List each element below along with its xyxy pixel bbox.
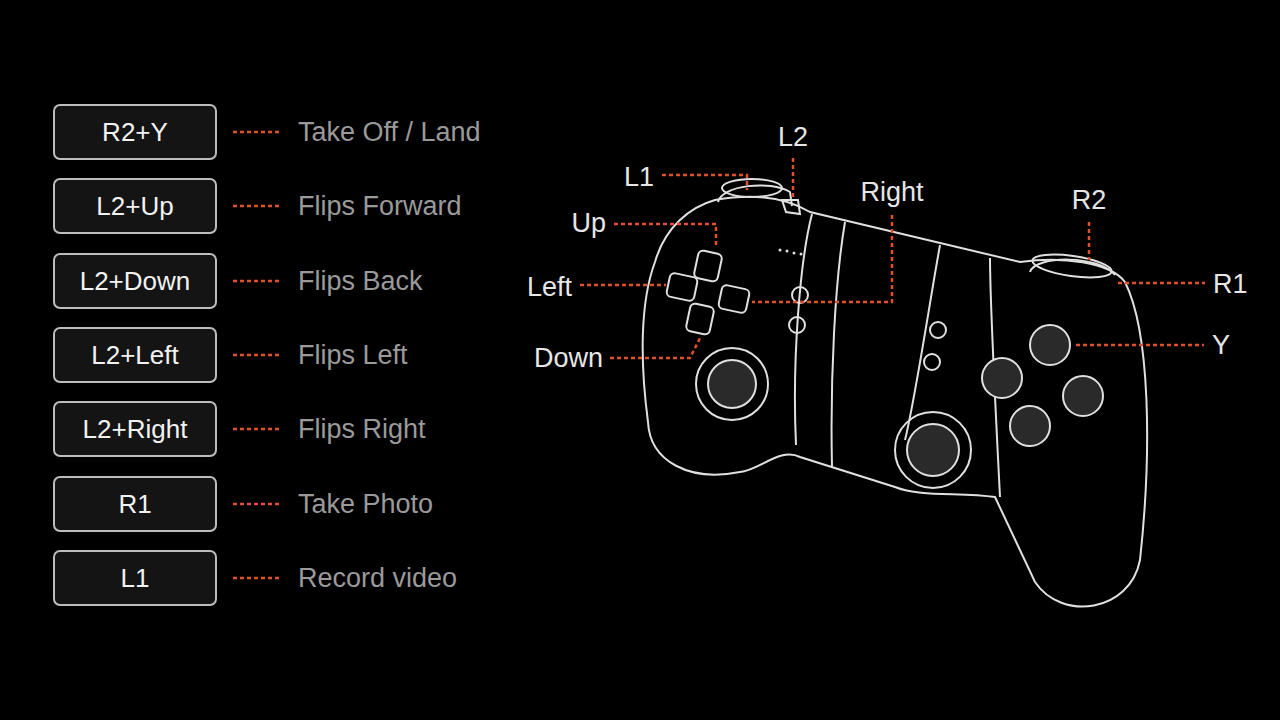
key-combo-box: L2+Up: [53, 178, 217, 234]
key-combo-text: R2+Y: [102, 117, 168, 148]
controller-outline: [643, 179, 1147, 607]
key-combo-box: L2+Right: [53, 401, 217, 457]
key-combo-text: L2+Right: [83, 414, 188, 445]
key-combo-box: L2+Left: [53, 327, 217, 383]
button-callout: R2: [1072, 184, 1107, 216]
action-label: Take Off / Land: [298, 116, 481, 148]
key-combo-box: R2+Y: [53, 104, 217, 160]
key-combo-text: L1: [121, 563, 150, 594]
button-callout: R1: [1213, 268, 1248, 300]
button-callout: L1: [624, 161, 654, 193]
action-label: Take Photo: [298, 488, 433, 520]
action-label: Flips Left: [298, 339, 408, 371]
key-combo-box: L1: [53, 550, 217, 606]
button-callout: L2: [778, 121, 808, 153]
key-combo-text: R1: [118, 489, 151, 520]
leader-lines: [233, 132, 1205, 578]
key-combo-box: R1: [53, 476, 217, 532]
action-label: Record video: [298, 562, 457, 594]
button-callout: Right: [860, 176, 923, 208]
button-callout: Down: [534, 342, 603, 374]
action-label: Flips Right: [298, 413, 426, 445]
indicator-dots: [779, 249, 803, 256]
action-label: Flips Back: [298, 265, 423, 297]
button-callout: Y: [1212, 329, 1230, 361]
action-label: Flips Forward: [298, 190, 462, 222]
button-callout: Left: [527, 271, 572, 303]
button-callout: Up: [571, 207, 606, 239]
key-combo-text: L2+Down: [80, 266, 191, 297]
key-combo-box: L2+Down: [53, 253, 217, 309]
key-combo-text: L2+Left: [91, 340, 178, 371]
key-combo-text: L2+Up: [96, 191, 173, 222]
